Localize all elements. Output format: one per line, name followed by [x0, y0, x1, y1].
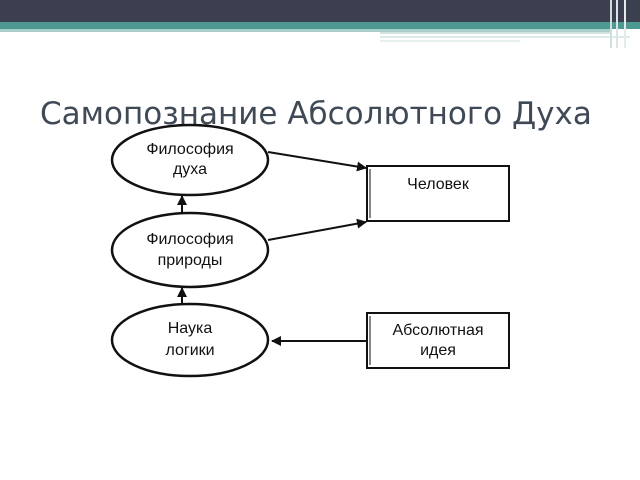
node-science-logic-line2: логики [165, 342, 214, 359]
top-decorative-band [0, 0, 640, 48]
node-philosophy-spirit-line2: духа [173, 161, 207, 178]
node-philosophy-spirit-line1: Философия [146, 141, 233, 158]
node-human: Человек [366, 165, 510, 222]
arrow-nature-to-human [267, 218, 367, 241]
node-human-label: Человек [407, 176, 470, 193]
node-philosophy-nature-line2: природы [158, 252, 223, 269]
node-philosophy-nature: Философия природы [110, 211, 270, 289]
node-absolute-idea-line1: Абсолютная [392, 322, 483, 339]
node-philosophy-nature-line1: Философия [146, 231, 233, 248]
node-science-logic: Наука логики [110, 302, 270, 378]
arrow-spirit-to-human [267, 151, 367, 172]
slide-title: Самопознание Абсолютного Духа [40, 96, 592, 132]
node-science-logic-line1: Наука [168, 320, 213, 337]
node-absolute-idea-line2: идея [420, 342, 456, 359]
node-absolute-idea: Абсолютная идея [366, 312, 510, 369]
node-philosophy-spirit: Философия духа [110, 123, 270, 197]
